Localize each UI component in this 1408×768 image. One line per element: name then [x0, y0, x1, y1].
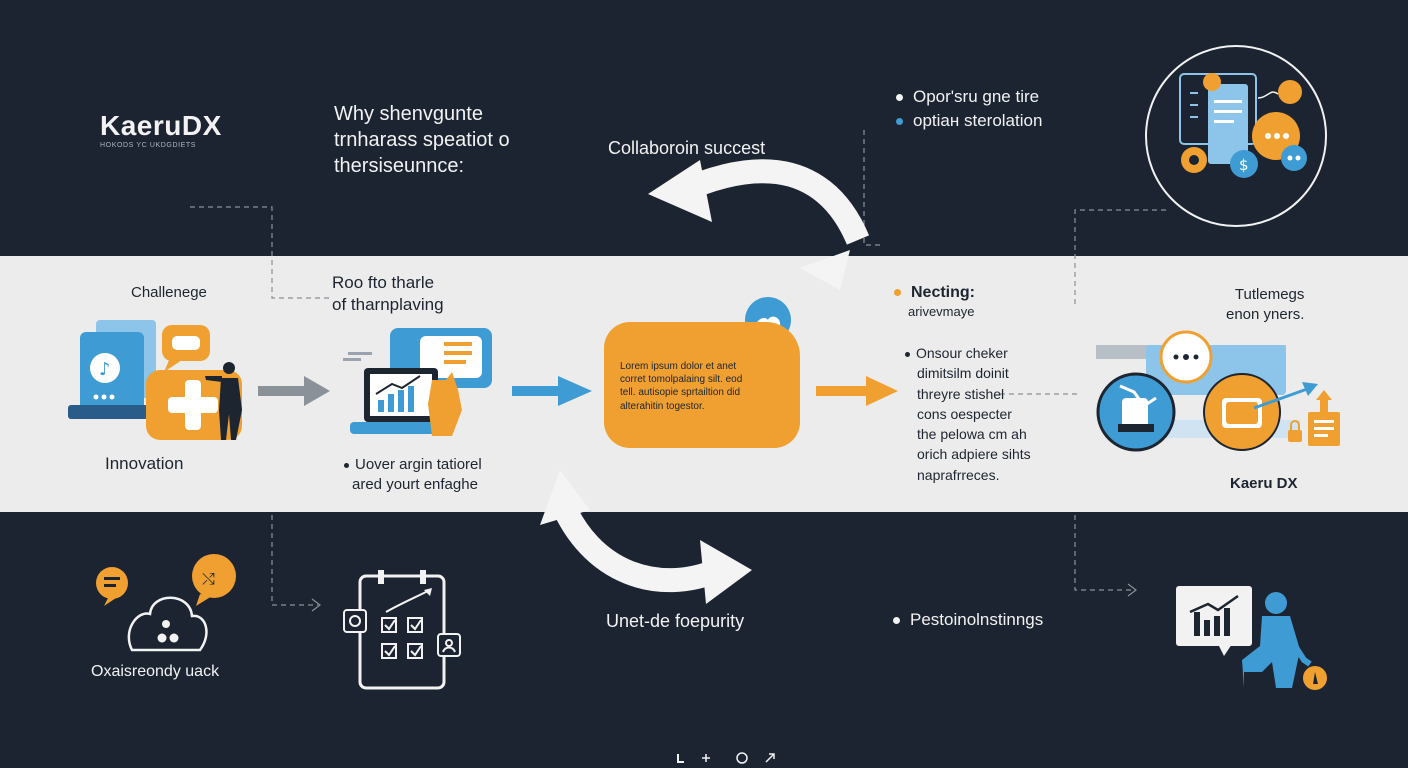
consour-line: naprafrreces.	[917, 466, 1000, 483]
connector-bottom-left	[271, 515, 318, 606]
footer-icons	[677, 752, 775, 764]
step2-note-line: Uover argin tatiorel	[344, 455, 482, 475]
consour-line: dimitsilm doinit	[917, 365, 1009, 382]
question-line: Why shenvgunte	[334, 103, 483, 125]
necting-label: Necting:	[894, 283, 975, 303]
strategy-circle-illustration: $	[1145, 45, 1327, 227]
arrow-icon	[765, 753, 775, 763]
results-text: Pestoinolnstinngs	[910, 610, 1044, 629]
kaeru-dx-label: Kaeru DX	[1230, 475, 1298, 492]
chat-bubble-icon	[1278, 80, 1302, 104]
chat-bubble-icon	[192, 554, 236, 598]
consour-line: threyre stishel	[917, 385, 1005, 402]
collaboration-label: Collaboroin succest	[608, 138, 766, 158]
bullet-item: Opor'sru gne tire	[896, 86, 1039, 107]
tuttle-line: enon yners.	[1226, 306, 1305, 324]
dollar-icon	[1230, 150, 1258, 178]
connector-bottom-right	[1074, 515, 1135, 591]
step2-title-line: of tharnplaving	[332, 295, 444, 315]
results-label: Pestoinolnstinngs	[893, 609, 1043, 630]
question-line: trnharass spеatiot o	[334, 129, 510, 151]
step2-note: Uover argin tatiorel ared yourt enfaghe	[344, 455, 482, 494]
cloud-icon	[127, 596, 208, 652]
hook-icon	[677, 754, 684, 763]
connector-collab	[863, 130, 880, 246]
consour-line: orich adpiere sihts	[917, 446, 1031, 463]
alert-icon	[1203, 73, 1221, 91]
curved-arrow-bottom-head	[700, 540, 752, 604]
consour-line-text: Onsour cheker	[916, 345, 1008, 361]
tuttle-text: Tutlemegs enon yners.	[1226, 285, 1304, 326]
consour-text: Onsour cheker dimitsilm doinit threyre s…	[905, 343, 1031, 485]
trend-up-icon	[1189, 594, 1239, 614]
question-line: thersiseunnce:	[334, 155, 465, 177]
bullet-dot-icon	[896, 94, 903, 102]
necting-text: Necting:	[911, 284, 975, 301]
bullet-dot-icon	[893, 617, 900, 625]
lorem-text: Lorem ipsum dolor et anet corret tomolpa…	[620, 361, 743, 412]
consour-line: the pelowa cm ah	[917, 426, 1027, 443]
person-icon	[1265, 592, 1287, 614]
curved-arrow-top-body	[675, 159, 870, 245]
necting-sublabel: arivevmaye	[908, 304, 975, 319]
brand-title: KaeruDX	[100, 110, 222, 141]
lorem-callout: Lorem ipsum dolor et anet corret tomolpa…	[604, 322, 800, 448]
plus-icon	[702, 754, 710, 762]
svg-text:⤭: ⤭	[202, 569, 215, 588]
bullet-dot-icon	[894, 289, 901, 297]
results-illustration	[1176, 586, 1327, 690]
user-icon	[445, 639, 453, 647]
bullet-text: Opor'sru gne tire	[913, 87, 1040, 106]
challenge-label: Challenege	[131, 284, 207, 301]
consour-line: cons oespecter	[917, 405, 1012, 422]
bullet-text: optiaн sterolation	[913, 111, 1043, 130]
security-label: Unet-de foepurity	[606, 611, 745, 631]
gear-icon	[1181, 147, 1207, 173]
bullet-dot-icon	[905, 351, 910, 357]
svg-text:$: $	[1239, 156, 1249, 174]
step2-note-text: Uover argin tatiorel	[355, 456, 482, 473]
circle-icon	[736, 752, 748, 764]
feedback-label: Oxaisreondy uack	[91, 663, 220, 680]
bullet-item: optiaн sterolation	[896, 110, 1042, 131]
checklist-illustration	[343, 570, 461, 690]
step2-title: Roo fto tharle of tharnplaving	[332, 272, 444, 316]
question-text: Why shenvgunte trnharass spеatiot o ther…	[334, 101, 510, 179]
clipboard-icon	[358, 574, 446, 690]
innovation-label: Innovation	[105, 454, 184, 473]
bullet-dot-icon	[344, 462, 349, 468]
chevron-right-icon	[1127, 583, 1137, 597]
curved-arrow-top-head	[648, 160, 712, 222]
step2-note-line: ared yourt enfaghe	[352, 475, 478, 493]
camera-icon	[349, 615, 361, 627]
bullet-dot-icon	[896, 118, 903, 126]
tuttle-line: Tutlemegs	[1234, 286, 1305, 303]
step2-title-line: Roo fto tharle	[332, 273, 435, 292]
chevron-right-icon	[311, 598, 321, 612]
brand-tagline: HOKODS YC UKDGDIETS	[100, 142, 197, 149]
feedback-illustration: ⤭	[96, 554, 236, 652]
chat-bubble-icon	[96, 567, 128, 599]
consour-line: Onsour cheker	[905, 343, 1031, 363]
checkmark-icon	[384, 619, 422, 657]
coin-icon	[1303, 666, 1327, 690]
